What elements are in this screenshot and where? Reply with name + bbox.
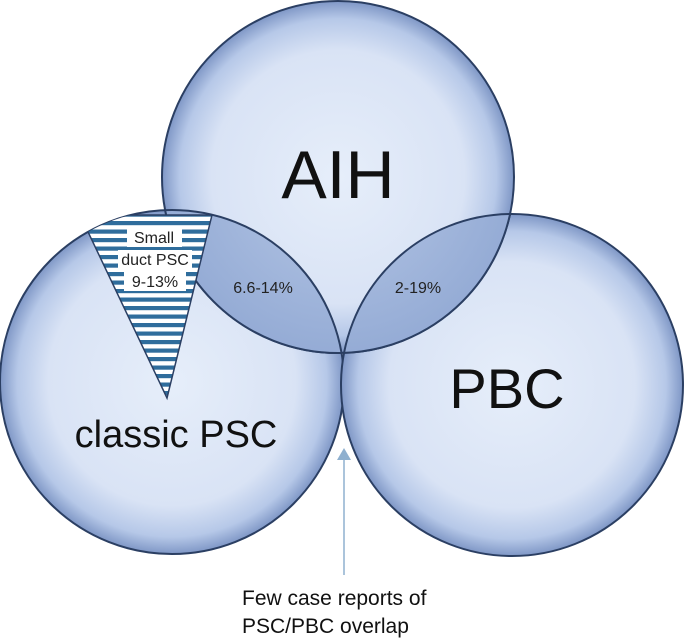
aih-pbc-overlap bbox=[341, 214, 515, 354]
annotation-line2: PSC/PBC overlap bbox=[242, 615, 409, 638]
aih-label: AIH bbox=[281, 137, 394, 213]
psc-label: classic PSC bbox=[75, 414, 278, 456]
small-duct-label: Small duct PSC 9-13% bbox=[118, 228, 192, 291]
psc-aih-overlap bbox=[161, 210, 344, 354]
aih-pbc-overlap-label: 2-19% bbox=[395, 280, 441, 297]
small-duct-line2: duct PSC bbox=[121, 252, 189, 269]
psc-aih-overlap-label: 6.6-14% bbox=[233, 280, 293, 297]
annotation-arrow bbox=[337, 448, 351, 575]
small-duct-line1: Small bbox=[134, 230, 174, 247]
annotation-line1: Few case reports of bbox=[242, 587, 427, 610]
pbc-label: PBC bbox=[449, 357, 564, 420]
small-duct-line3: 9-13% bbox=[132, 274, 178, 291]
